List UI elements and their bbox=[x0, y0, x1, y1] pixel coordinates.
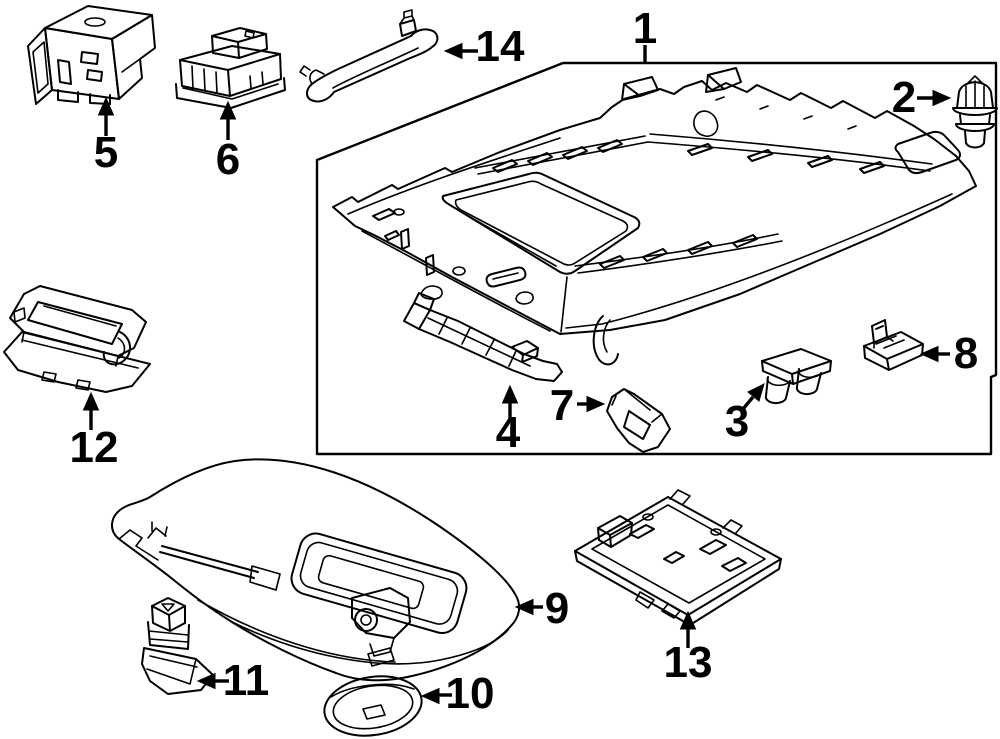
part-drawing-support-bracket bbox=[761, 348, 832, 405]
part-drawing-retainer-clip bbox=[952, 75, 998, 149]
callout-2-label[interactable]: 2 bbox=[892, 73, 916, 122]
part-drawing-spring-clip bbox=[606, 388, 671, 453]
callout-12-label[interactable]: 12 bbox=[70, 423, 119, 472]
part-drawing-lamp-assembly bbox=[3, 285, 151, 393]
callout-4[interactable]: 4 bbox=[496, 384, 521, 457]
callout-10-label[interactable]: 10 bbox=[446, 669, 495, 718]
part-drawing-overhead-console bbox=[574, 489, 782, 626]
callout-11[interactable]: 11 bbox=[196, 656, 270, 705]
callout-3[interactable]: 3 bbox=[725, 383, 765, 446]
part-drawing-assist-grip bbox=[299, 9, 439, 103]
part-drawing-mounting-bracket bbox=[863, 319, 924, 371]
part-drawing-visor-holder bbox=[141, 597, 214, 695]
callout-5-label[interactable]: 5 bbox=[94, 128, 118, 177]
callout-13[interactable]: 13 bbox=[664, 610, 713, 687]
part-drawing-switch-unit bbox=[175, 27, 286, 109]
part-drawing-headliner bbox=[332, 67, 977, 366]
callout-13-label[interactable]: 13 bbox=[664, 638, 713, 687]
part-drawing-oval-cap bbox=[323, 675, 423, 737]
part-drawing-switch-box bbox=[27, 5, 156, 105]
callout-11-label[interactable]: 11 bbox=[223, 656, 270, 705]
callout-10[interactable]: 10 bbox=[420, 669, 495, 718]
callout-7[interactable]: 7 bbox=[550, 381, 606, 430]
callout-8[interactable]: 8 bbox=[919, 329, 978, 378]
callout-8-label[interactable]: 8 bbox=[954, 329, 978, 378]
callout-2[interactable]: 2 bbox=[892, 73, 952, 122]
callout-3-label[interactable]: 3 bbox=[725, 397, 749, 446]
callout-1[interactable]: 1 bbox=[633, 4, 657, 62]
part-drawing-side-rail-bracket bbox=[403, 292, 563, 382]
part-1-frame-box bbox=[315, 61, 998, 456]
part-drawing-sun-visor bbox=[111, 458, 521, 682]
callout-9-label[interactable]: 9 bbox=[545, 584, 569, 633]
callout-5[interactable]: 5 bbox=[94, 96, 118, 177]
callout-1-label[interactable]: 1 bbox=[633, 4, 657, 53]
callout-14[interactable]: 14 bbox=[443, 22, 525, 71]
callout-12[interactable]: 12 bbox=[70, 391, 119, 472]
callouts-layer: 1 2 3 4 5 6 7 bbox=[70, 4, 979, 718]
callout-4-label[interactable]: 4 bbox=[496, 408, 521, 457]
callout-6-label[interactable]: 6 bbox=[216, 135, 240, 184]
callout-7-label[interactable]: 7 bbox=[550, 381, 574, 430]
callout-6[interactable]: 6 bbox=[216, 100, 240, 184]
callout-14-label[interactable]: 14 bbox=[476, 22, 525, 71]
callout-9[interactable]: 9 bbox=[514, 584, 569, 633]
